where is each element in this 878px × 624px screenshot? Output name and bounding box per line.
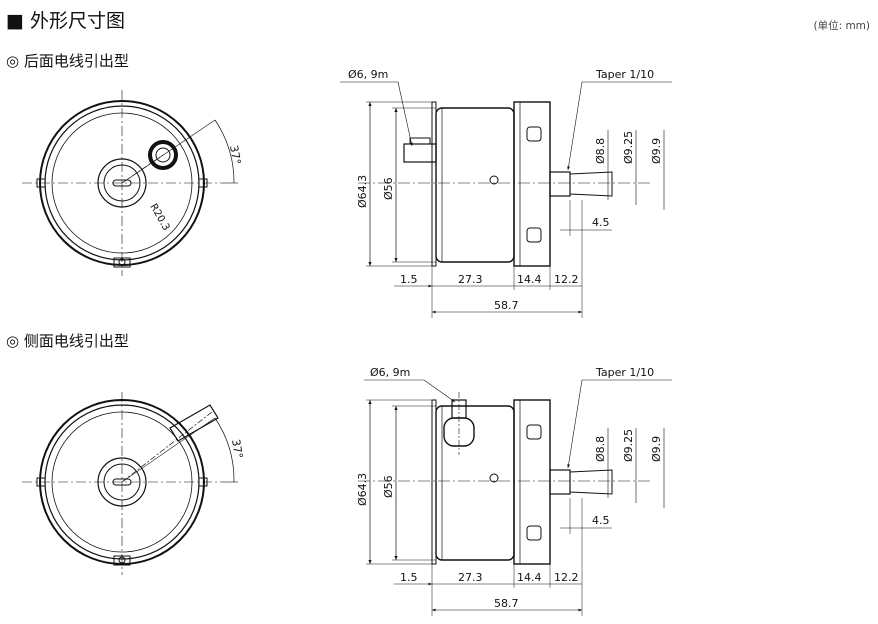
- dim-shaft-len-2: 4.5: [592, 514, 610, 527]
- taper-label-2: Taper 1/10: [595, 366, 654, 379]
- dim-b2-1: 27.3: [458, 273, 483, 286]
- side-view-side-cable: [358, 379, 672, 616]
- dim-shaft-b-1: Ø9.25: [622, 131, 635, 164]
- cable-label-2: Ø6, 9m: [370, 366, 410, 379]
- dim-b3-2: 14.4: [517, 571, 542, 584]
- angle-label-1: 37°: [227, 144, 243, 165]
- dim-shaft-a-1: Ø8.8: [594, 138, 607, 164]
- dim-shaft-c-1: Ø9.9: [650, 138, 663, 164]
- dim-b4-1: 12.2: [554, 273, 579, 286]
- angle-label-2: 37°: [229, 438, 245, 459]
- dim-total-2: 58.7: [494, 597, 519, 610]
- dim-body-2: Ø56: [382, 475, 395, 498]
- dim-b1-2: 1.5: [400, 571, 418, 584]
- section-label-rear: ◎ 后面电线引出型: [6, 52, 129, 70]
- dim-shaft-len-1: 4.5: [592, 216, 610, 229]
- side-view-rear-cable: [340, 81, 672, 318]
- taper-label-1: Taper 1/10: [595, 68, 654, 81]
- dim-b2-2: 27.3: [458, 571, 483, 584]
- dim-shaft-c-2: Ø9.9: [650, 436, 663, 462]
- section-label-side: ◎ 侧面电线引出型: [6, 332, 129, 350]
- cable-label-1: Ø6, 9m: [348, 68, 388, 81]
- page-title: ■ 外形尺寸图: [6, 10, 125, 32]
- dim-total-1: 58.7: [494, 299, 519, 312]
- unit-note: (单位: mm): [813, 20, 870, 32]
- dim-b1-1: 1.5: [400, 273, 418, 286]
- dim-b4-2: 12.2: [554, 571, 579, 584]
- dim-b3-1: 14.4: [517, 273, 542, 286]
- front-view-rear-cable: [22, 90, 238, 276]
- radius-label: R20.3: [147, 202, 171, 233]
- dim-shaft-b-2: Ø9.25: [622, 429, 635, 462]
- front-view-side-cable: [22, 392, 238, 575]
- dim-body-1: Ø56: [382, 177, 395, 200]
- dim-outer-2: Ø64.3: [356, 473, 369, 506]
- dim-shaft-a-2: Ø8.8: [594, 436, 607, 462]
- dim-outer-1: Ø64.3: [356, 175, 369, 208]
